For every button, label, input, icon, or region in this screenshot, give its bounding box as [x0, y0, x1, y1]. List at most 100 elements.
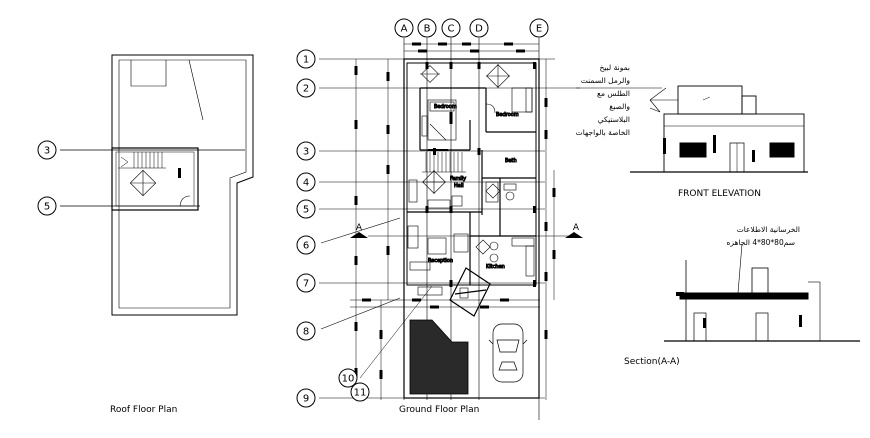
svg-text:7: 7 — [303, 279, 309, 290]
stair — [422, 149, 470, 173]
svg-text:5: 5 — [44, 202, 50, 213]
svg-text:8: 8 — [303, 327, 309, 338]
plot-boundary — [403, 58, 540, 399]
elevation-note-line-6: الخاصة بالواجهات — [576, 128, 630, 137]
elevation-window-left — [679, 142, 707, 158]
grid-bubble-9: 9 — [296, 388, 316, 408]
elevation-window-right — [769, 142, 795, 158]
entry-furniture — [417, 286, 469, 299]
svg-text:A: A — [356, 223, 363, 233]
svg-text:6: 6 — [303, 241, 309, 252]
room-label-bedroom-1: Bedroom — [434, 104, 457, 110]
grid-bubble-10: 10 — [338, 368, 358, 388]
garden-hatch — [409, 319, 469, 395]
svg-text:5: 5 — [303, 205, 309, 216]
grid-bubble-11: 11 — [350, 382, 370, 402]
level-symbols — [420, 64, 510, 255]
bedroom-2-furniture — [485, 87, 533, 114]
room-label-bedroom-2: Bedroom — [496, 112, 519, 118]
room-label-family: Family — [450, 176, 466, 182]
grid-bubble-7: 7 — [296, 273, 316, 293]
roof-outline — [111, 54, 254, 316]
grid-bubble-8: 8 — [296, 321, 316, 341]
roof-grid-bubbles: 3 5 — [37, 140, 57, 216]
elevation-upper-block — [677, 85, 743, 115]
roof-column — [178, 168, 181, 178]
kitchen-fixtures — [489, 237, 535, 277]
roof-grid-bubble-5: 5 — [37, 196, 57, 216]
roof-stair-room — [111, 147, 199, 211]
roof-stair — [118, 152, 166, 169]
structural-columns — [425, 62, 536, 287]
elevation-leader-lines — [576, 87, 678, 113]
grid-bubble-b: B — [417, 18, 437, 38]
svg-text:C: C — [448, 24, 455, 35]
svg-text:D: D — [475, 24, 483, 35]
svg-text:1: 1 — [303, 55, 309, 66]
svg-text:11: 11 — [354, 388, 367, 399]
svg-text:3: 3 — [303, 147, 309, 158]
roof-grid-bubble-3: 3 — [37, 140, 57, 160]
section-door-right — [755, 312, 769, 342]
section-marks: A A — [350, 223, 583, 238]
grid-bubble-3: 3 — [296, 141, 316, 161]
svg-text:3: 3 — [44, 146, 50, 157]
car-icon — [488, 323, 528, 383]
grid-bubble-c: C — [441, 18, 461, 38]
reception-furniture — [407, 225, 469, 271]
elevation-note-line-3: الطلس مع — [597, 89, 630, 98]
svg-text:A: A — [401, 24, 408, 35]
svg-text:A: A — [573, 223, 580, 233]
elevation-note-line-4: والصبغ — [609, 102, 630, 111]
interior-walls — [407, 87, 536, 285]
section-title: Section(A-A) — [624, 357, 680, 367]
grid-bubble-1: 1 — [296, 49, 316, 69]
grid-bubble-d: D — [469, 18, 489, 38]
roof-door-swing — [179, 195, 191, 207]
grid-bubble-e: E — [529, 18, 549, 38]
roof-plan-title: Roof Floor Plan — [110, 405, 177, 415]
svg-text:B: B — [424, 24, 431, 35]
grid-bubble-2: 2 — [296, 78, 316, 98]
column-grid-bubbles: A B C D E — [394, 18, 549, 38]
room-label-kitchen: Kitchen — [486, 264, 505, 270]
row-grid-bubbles: 1 2 3 4 5 6 7 8 9 10 11 — [296, 49, 370, 408]
front-elevation — [630, 85, 808, 173]
elevation-note-line-5: البلاستيكي — [598, 115, 630, 124]
room-label-bath: Bath — [505, 158, 517, 164]
grid-bubble-a: A — [394, 18, 414, 38]
roof-grid-lines — [60, 149, 245, 207]
section-notes: الخرسانية الاطلاعات سم80*80*4 الجاهزه — [726, 225, 800, 247]
roof-level-symbol — [129, 169, 157, 197]
ground-plan-title: Ground Floor Plan — [399, 405, 479, 415]
section-a-a — [664, 243, 860, 342]
svg-text:9: 9 — [303, 394, 309, 405]
roof-top-notch — [130, 60, 167, 87]
room-label-hall: Hall — [454, 183, 464, 189]
roof-stair-room-inner — [115, 151, 195, 207]
dimension-ticks — [354, 42, 556, 379]
section-note-line-2: سم80*80*4 الجاهزه — [726, 238, 795, 247]
section-slab — [679, 292, 809, 300]
roof-floor-plan — [111, 54, 254, 316]
family-furniture — [408, 179, 463, 209]
svg-text:10: 10 — [342, 374, 355, 385]
grid-bubble-6: 6 — [296, 235, 316, 255]
section-mark-left: A — [350, 223, 368, 238]
building-outline — [406, 62, 537, 286]
elevation-note-line-2: والرمل السمنت — [581, 76, 631, 85]
elevation-note-line-1: بمونة لبيخ — [600, 63, 630, 72]
svg-text:4: 4 — [303, 178, 309, 189]
roof-diagonal — [188, 59, 204, 121]
svg-text:2: 2 — [303, 84, 309, 95]
room-label-reception: Reception — [428, 258, 453, 264]
section-upper-room — [751, 267, 769, 294]
grid-bubble-5: 5 — [296, 199, 316, 219]
roof-parapet — [118, 59, 247, 309]
front-elevation-title: FRONT ELEVATION — [678, 189, 761, 199]
ground-floor-plan: Bedroom Bedroom Family Hall — [403, 58, 540, 399]
section-mark-right: A — [565, 223, 583, 238]
svg-text:E: E — [536, 24, 542, 35]
elevation-notes: بمونة لبيخ والرمل السمنت الطلس مع والصبغ… — [576, 63, 631, 137]
